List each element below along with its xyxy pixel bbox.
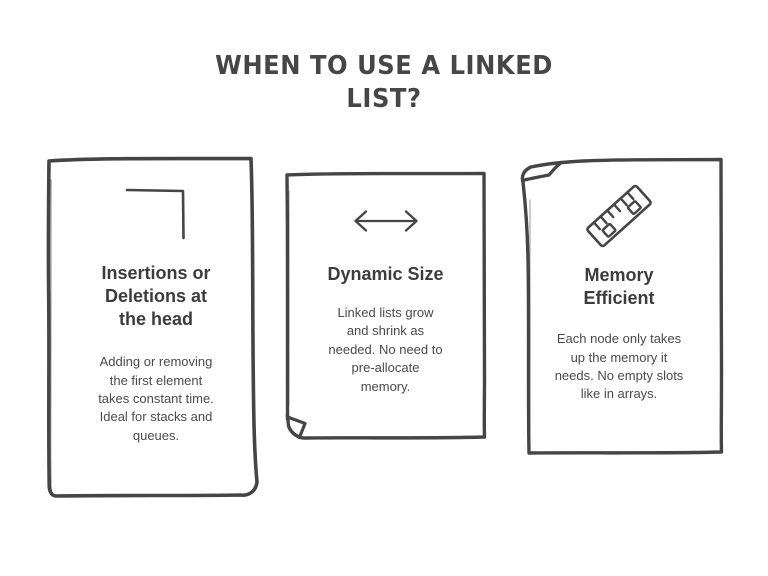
- card-3-content: Memory Efficient Each node only takes up…: [521, 168, 717, 404]
- ruler-icon: [586, 184, 652, 248]
- card-2-heading: Dynamic Size: [327, 264, 444, 284]
- card-1-content: Insertions or Deletions at the head Addi…: [54, 164, 258, 445]
- card-3-icon-slot: [521, 168, 717, 264]
- title-block: WHEN TO USE A LINKED LIST?: [0, 50, 768, 117]
- corner-bracket-icon: [125, 188, 185, 240]
- card-dynamic-size[interactable]: Dynamic Size Linked lists grow and shrin…: [278, 165, 493, 455]
- card-1-heading: Insertions or Deletions at the head: [101, 263, 211, 330]
- double-headed-arrow-icon: [353, 210, 418, 232]
- page-title: WHEN TO USE A LINKED LIST?: [215, 51, 553, 115]
- card-3-heading: Memory Efficient: [583, 265, 655, 309]
- card-1-icon-slot: [54, 164, 258, 258]
- card-3-body: Each node only takes up the memory it ne…: [554, 331, 684, 402]
- card-2-body: Linked lists grow and shrink as needed. …: [328, 305, 443, 394]
- card-2-icon-slot: [292, 179, 479, 263]
- card-memory-efficient[interactable]: Memory Efficient Each node only takes up…: [505, 150, 733, 462]
- card-insertions-deletions[interactable]: Insertions or Deletions at the head Addi…: [40, 150, 272, 510]
- card-2-content: Dynamic Size Linked lists grow and shrin…: [292, 179, 479, 396]
- card-1-body: Adding or removing the first element tak…: [98, 354, 214, 443]
